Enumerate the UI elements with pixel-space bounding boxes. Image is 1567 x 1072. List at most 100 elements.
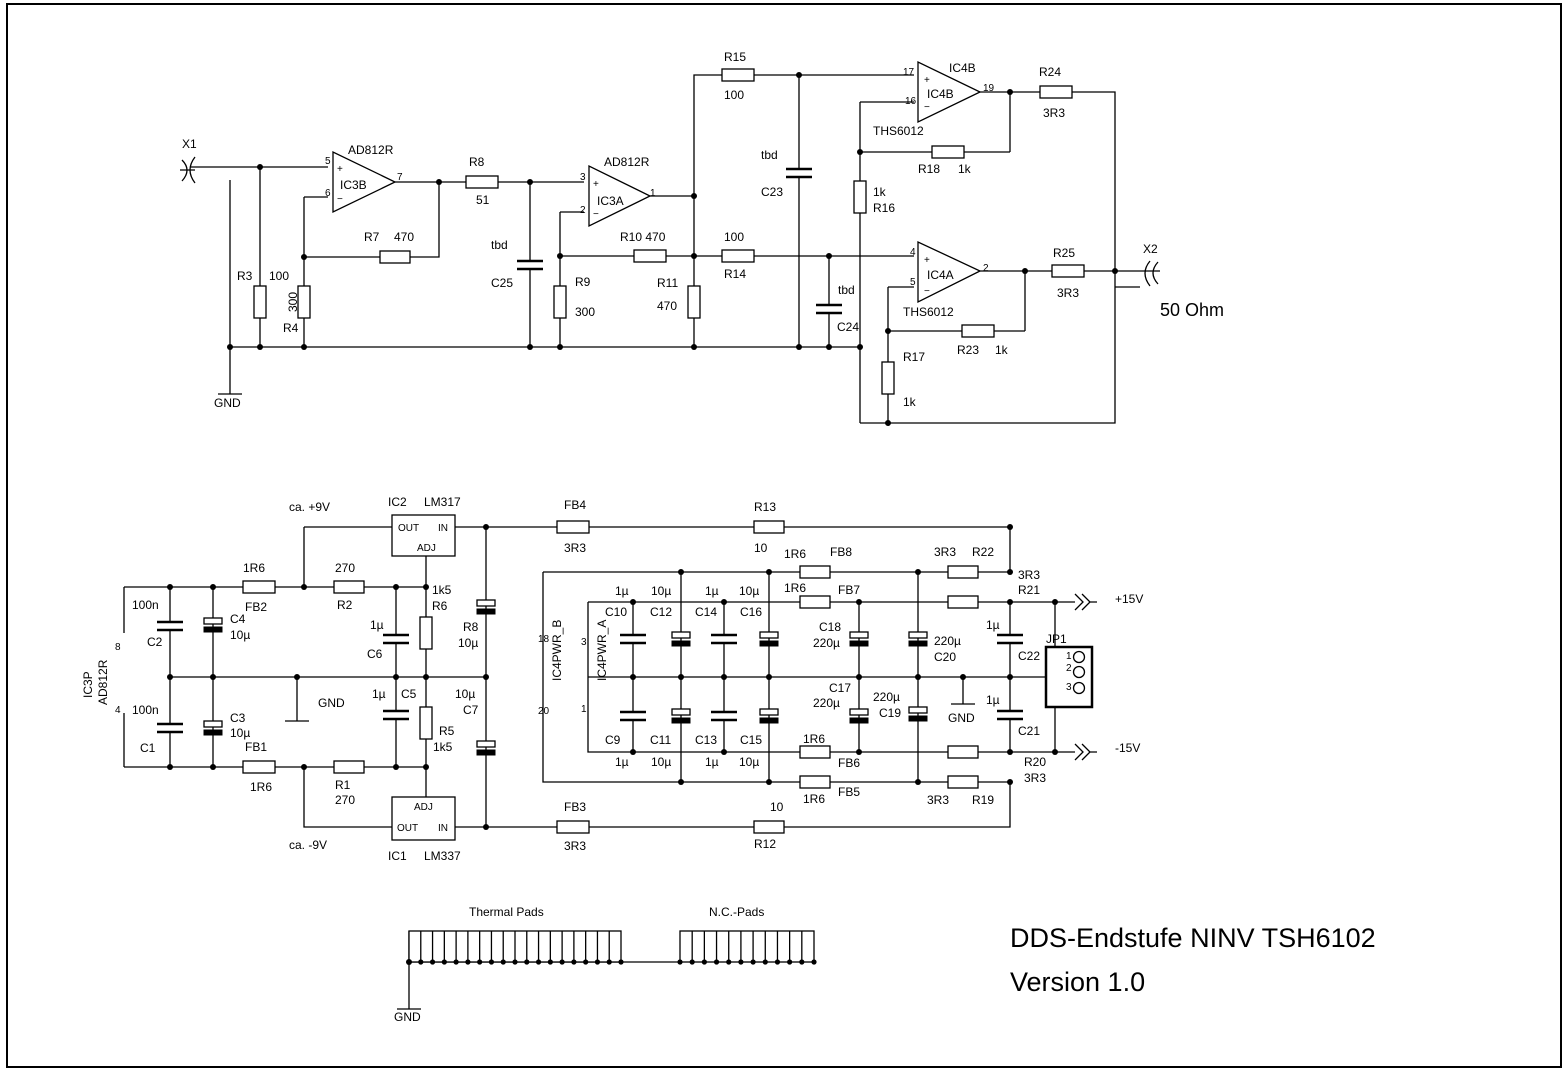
pin-label: 1 [650,188,656,199]
component-label: +15V [1115,592,1143,606]
arrow-minus15v [1074,743,1097,761]
junction-dot [257,344,263,350]
junction-dot [796,72,802,78]
component-label: FB4 [564,498,586,512]
sheet-frame [6,3,1562,1068]
pin-label: 6 [325,188,331,199]
component-label: C5 [401,687,417,701]
resistors-vertical [253,180,895,740]
opamp-ic4a [917,240,982,304]
pad-dot [524,959,530,965]
component-label: R24 [1039,65,1061,79]
component-label: C23 [761,185,783,199]
junction-dot [301,584,307,590]
component-label: R17 [903,350,925,364]
vertical-label: AD812R [96,659,110,705]
component-label: R11 [657,276,678,290]
component-label: LM317 [424,495,461,509]
component-label: R3 [237,269,253,283]
component-label: R12 [754,837,776,851]
junction-dot [167,764,173,770]
junction-dot [766,674,772,680]
pad-dot [762,959,768,965]
junction-dot [423,584,429,590]
component-label: tbd [761,148,778,162]
junction-dot [257,164,263,170]
component-label: R19 [972,793,994,807]
component-label: R4 [283,321,299,335]
junction-dot [857,344,863,350]
component-label: IC3B [340,178,367,192]
component-label: C2 [147,635,163,649]
component-label: 470 [394,230,414,244]
junction-dot [885,328,891,334]
component-label: 270 [335,561,355,575]
component-label: JP1 [1046,632,1067,646]
component-label: tbd [491,238,508,252]
pin-label: 8 [115,642,121,653]
junction-dot [1112,268,1118,274]
pad-dot [418,959,424,965]
component-label: IC3A [597,194,624,208]
component-label: R21 [1018,583,1040,597]
junction-dot [856,749,862,755]
component-label: C9 [605,733,621,747]
component-label: FB2 [245,600,267,614]
component-label: FB6 [838,756,860,770]
component-label: 1k [903,395,917,409]
junction-dot [1007,524,1013,530]
junction-dot [856,674,862,680]
opamp-ic4b [917,60,982,124]
pad-dot [618,959,624,965]
pin-label: 4 [115,705,121,716]
wires [123,74,1140,1010]
component-label: IC4A [927,268,954,282]
component-label: IC2 [388,495,407,509]
component-label: 1µ [986,618,1000,632]
opamp-ic3b [332,150,397,214]
component-label: R25 [1053,246,1075,260]
pad-dot [441,959,447,965]
component-label: R8 [469,155,485,169]
junction-dot [630,674,636,680]
junction-dot [167,674,173,680]
component-label: AD812R [348,143,394,157]
component-label: C3 [230,711,246,725]
component-label: AD812R [604,155,650,169]
pad-dot [606,959,612,965]
vertical-label: IC3P [81,671,95,698]
pin-label: ADJ [417,543,436,554]
component-label: C15 [740,733,762,747]
component-label: R7 [364,230,380,244]
junction-dot [301,764,307,770]
pad-dot [750,959,756,965]
component-label: C18 [819,620,841,634]
pin-label: OUT [398,523,419,534]
electrolytic-capacitors [203,599,928,756]
pin-label: 16 [905,96,917,107]
junction-dot [721,599,727,605]
junction-dot [210,584,216,590]
pin-label: + [924,75,930,86]
pad-dot [799,959,805,965]
component-label: 1µ [705,755,719,769]
component-label: C6 [367,647,383,661]
component-label: 10µ [455,687,475,701]
junction-dot [915,569,921,575]
junction-dot [1007,599,1013,605]
junction-dot [691,193,697,199]
component-label: 220µ [813,636,840,650]
component-label: 300 [575,305,595,319]
component-label: C24 [837,320,859,334]
junction-dot [483,824,489,830]
pin-label: − [924,286,930,297]
junction-dot [721,749,727,755]
junction-dot [301,254,307,260]
pad-dot [726,959,732,965]
pad-dot [547,959,553,965]
junction-dot [301,344,307,350]
junction-dot [826,253,832,259]
component-label: 10µ [651,755,671,769]
pin-label: 7 [397,172,403,183]
